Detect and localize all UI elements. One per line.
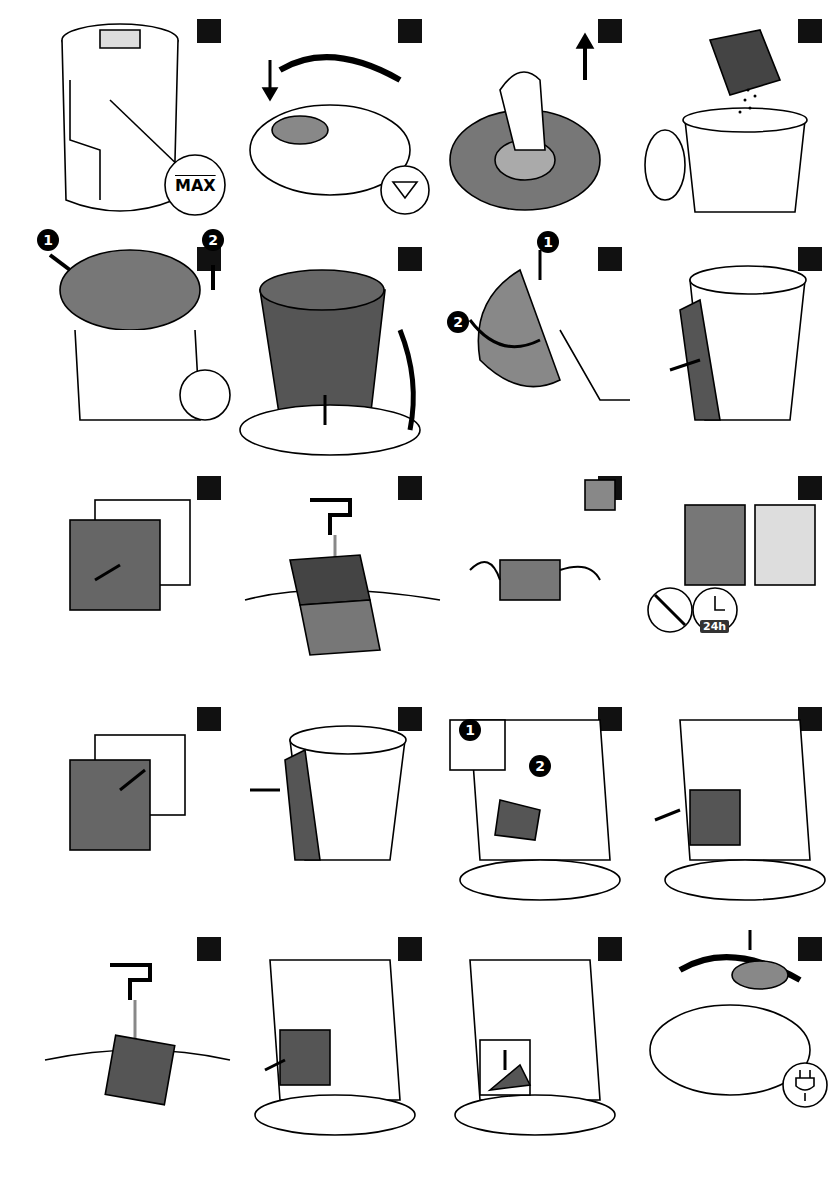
callout-number: 2 bbox=[202, 229, 224, 251]
max-mark: MAX bbox=[175, 176, 216, 195]
time-label: 24h bbox=[700, 620, 729, 633]
callout-number: 1 bbox=[459, 719, 481, 741]
callout-number: 1 bbox=[537, 231, 559, 253]
callout-number: 2 bbox=[529, 755, 551, 777]
callout-number: 1 bbox=[37, 229, 59, 251]
callout-number: 2 bbox=[447, 311, 469, 333]
